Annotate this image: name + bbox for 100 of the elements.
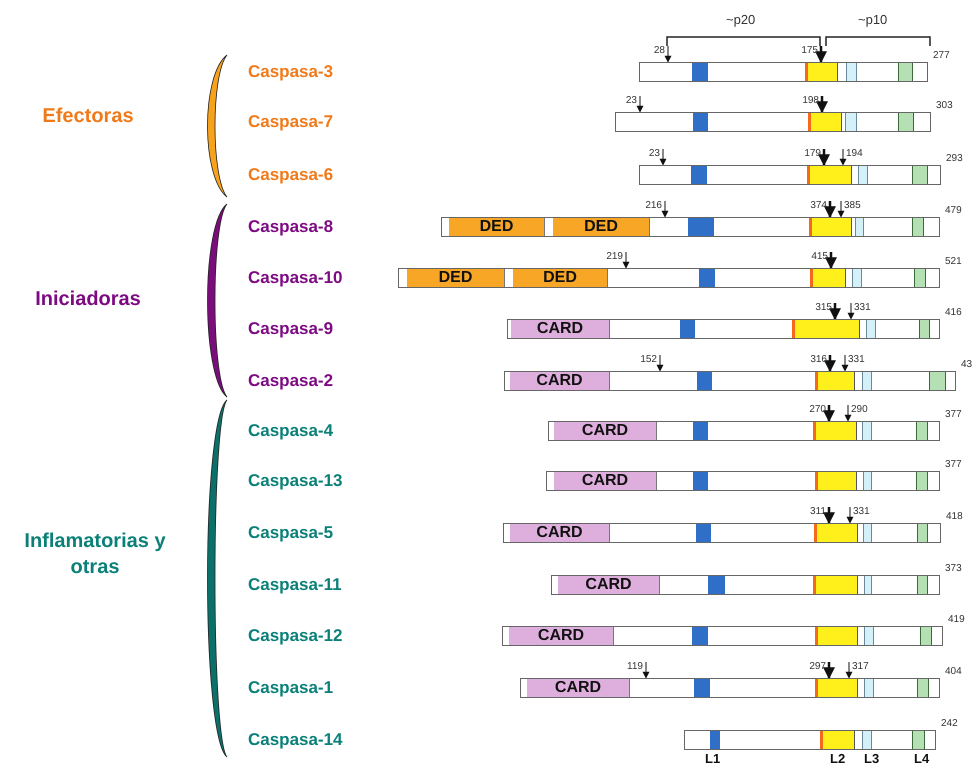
domain-box: DED (405, 269, 505, 287)
cleavage-site-number: 315 (815, 302, 832, 313)
protein-bar (441, 217, 940, 237)
cleavage-arrow (664, 46, 672, 63)
cleavage-site-number: 316 (810, 354, 827, 365)
loop-label: L1 (705, 752, 720, 764)
subunit-label: ~p10 (858, 12, 888, 27)
domain-box: DED (511, 269, 608, 287)
length-label: 242 (941, 718, 958, 729)
group-brace (207, 204, 228, 398)
cleavage-arrow (846, 662, 852, 679)
protein-bar (684, 730, 936, 750)
cleavage-arrow (622, 252, 630, 269)
domain-box: CARD (508, 372, 610, 390)
cleavage-arrow (642, 662, 650, 679)
domain-box: CARD (507, 627, 614, 645)
protein-bar (504, 371, 956, 391)
cleavage-site-number: 175 (801, 45, 818, 56)
length-label: 303 (936, 100, 953, 111)
cleavage-arrow (660, 148, 666, 166)
cleavage-arrow (656, 354, 664, 372)
cleavage-arrow (844, 404, 852, 422)
domain-box: CARD (508, 524, 610, 542)
cleavage-site-number: 23 (626, 95, 637, 106)
cleavage-site-number: 297 (809, 661, 826, 672)
cleavage-site-number: 317 (852, 661, 869, 672)
cleavage-arrow (815, 46, 827, 64)
cleavage-arrow (823, 405, 835, 422)
cleavage-arrow (840, 148, 846, 166)
length-label: 404 (945, 666, 962, 677)
cleavage-site-number: 374 (810, 200, 827, 211)
caspase-name: Caspasa-8 (248, 217, 334, 237)
cleavage-arrow (662, 200, 668, 218)
length-label: 377 (945, 459, 962, 470)
domain-box: CARD (552, 472, 657, 490)
cleavage-arrow (846, 506, 854, 524)
loop-label: L4 (914, 752, 930, 764)
protein-bar (520, 678, 940, 698)
caspase-name: Caspasa-12 (248, 626, 343, 646)
cleavage-site-number: 198 (802, 95, 819, 106)
cleavage-site-number: 331 (848, 354, 865, 365)
caspase-name: Caspasa-9 (248, 319, 334, 339)
cleavage-site-number: 119 (627, 661, 643, 672)
cleavage-site-number: 194 (846, 148, 863, 159)
caspase-name: Caspasa-2 (248, 371, 334, 391)
caspase-name: Caspasa-1 (248, 678, 334, 698)
cleavage-arrow (818, 149, 830, 166)
cleavage-site-number: 152 (640, 354, 657, 365)
cleavage-site-number: 331 (853, 506, 870, 517)
cleavage-site-number: 28 (654, 45, 665, 56)
cleavage-site-number: 219 (606, 251, 623, 262)
length-label: 419 (948, 614, 965, 625)
cleavage-arrow (823, 507, 835, 524)
cleavage-arrow (842, 354, 848, 372)
loop-label: L2 (830, 752, 846, 764)
group-brace (207, 54, 228, 198)
cleavage-arrow (838, 200, 844, 218)
length-label: 416 (945, 307, 962, 318)
protein-bar (615, 112, 931, 132)
cleavage-site-number: 311 (810, 506, 826, 517)
caspase-name: Caspasa-10 (248, 268, 343, 288)
cleavage-arrow (825, 252, 837, 270)
domain-box: CARD (556, 576, 660, 594)
group-brace (207, 400, 228, 758)
length-label: 521 (945, 256, 962, 267)
length-label: 277 (933, 50, 950, 61)
caspase-name: Caspasa-14 (248, 730, 343, 750)
cleavage-site-number: 179 (804, 148, 821, 159)
protein-bar (639, 165, 941, 185)
length-label: 479 (945, 205, 962, 216)
cleavage-site-number: 290 (851, 404, 868, 415)
cleavage-arrow (829, 303, 841, 320)
protein-bar (507, 319, 940, 339)
protein-bar (546, 471, 940, 491)
caspase-name: Caspasa-11 (248, 575, 342, 595)
group-label: Inflamatorias y otras (23, 529, 167, 580)
protein-bar (502, 626, 943, 646)
caspase-name: Caspasa-6 (248, 165, 334, 185)
cleavage-arrow (824, 355, 836, 372)
protein-bar (551, 575, 940, 595)
cleavage-site-number: 270 (809, 404, 826, 415)
protein-bar (503, 523, 941, 543)
length-label: 373 (945, 563, 962, 574)
length-label: 293 (946, 153, 963, 164)
caspase-name: Caspasa-4 (248, 421, 334, 441)
loop-label: L3 (864, 752, 880, 764)
domain-box: DED (447, 218, 545, 236)
cleavage-site-number: 216 (645, 200, 662, 211)
caspase-name: Caspasa-13 (248, 471, 343, 491)
cleavage-arrow (824, 201, 836, 218)
domain-box: CARD (552, 422, 657, 440)
cleavage-site-number: 415 (811, 251, 828, 262)
cleavage-arrow (823, 662, 835, 680)
caspase-name: Caspasa-5 (248, 523, 334, 543)
length-label: 377 (945, 409, 962, 420)
cleavage-arrow (636, 96, 644, 113)
domain-box: DED (551, 218, 650, 236)
length-label: 418 (946, 511, 963, 522)
protein-bar (548, 421, 940, 441)
cleavage-site-number: 385 (844, 200, 861, 211)
